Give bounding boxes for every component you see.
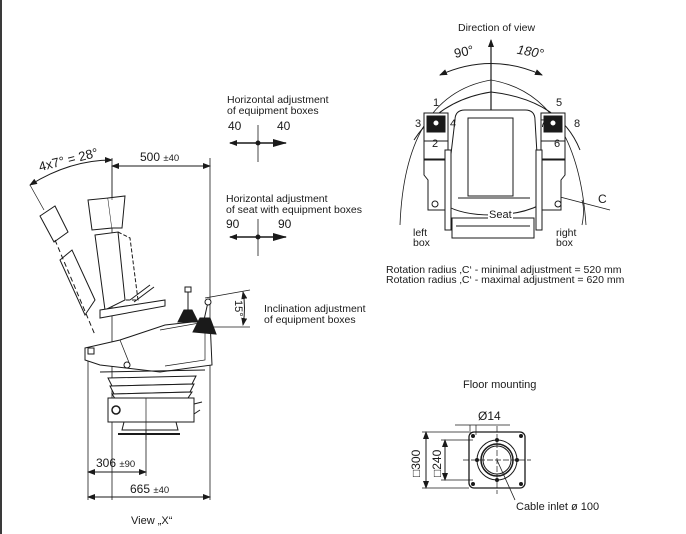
- side-view-drawing: [29, 157, 251, 500]
- seat-adjust-left-value: 90: [226, 217, 240, 231]
- cable-inlet-label: Cable inlet ø 100: [516, 501, 600, 513]
- adjust-arrows-boxes: [229, 125, 287, 162]
- dim-306-tolerance: ±90: [119, 459, 136, 470]
- inclination-adjust-line2: of equipment boxes: [264, 314, 356, 326]
- seat-adjust-line2: of seat with equipment boxes: [226, 204, 362, 216]
- right-box-line1: right: [556, 227, 577, 239]
- right-box-line2: box: [556, 237, 573, 249]
- callout-7: 7: [540, 118, 547, 130]
- direction-of-view-label: Direction of view: [458, 22, 536, 34]
- callout-2: 2: [432, 138, 439, 150]
- dim-306-label: 306 ±90: [96, 456, 135, 470]
- boxes-adjust-line1: Horizontal adjustment: [227, 94, 329, 106]
- floor-mounting-drawing: [422, 424, 531, 501]
- dim-665-tolerance: ±40: [153, 485, 170, 496]
- dim-500-tolerance: ±40: [163, 153, 180, 164]
- inclination-angle-label: 15°: [232, 300, 244, 317]
- top-view-drawing: [399, 39, 611, 239]
- dim-665-value: 665: [130, 482, 151, 496]
- dim-500-label: 500 ±40: [140, 150, 179, 164]
- outer-square-label: □300: [409, 449, 423, 477]
- inner-square-label: □240: [430, 449, 444, 477]
- left-box-line2: box: [413, 237, 430, 249]
- callout-1: 1: [433, 97, 440, 109]
- dim-665-label: 665 ±40: [130, 482, 169, 496]
- rotation-radius-min: Rotation radius ‚C‘ - minimal adjustment…: [386, 264, 622, 276]
- boxes-adjust-left-value: 40: [228, 119, 242, 133]
- frame-border: [0, 0, 2, 534]
- callout-8: 8: [574, 118, 581, 130]
- callout-4: 4: [450, 118, 457, 130]
- dim-500-value: 500: [140, 150, 161, 164]
- inclination-adjust-line1: Inclination adjustment: [264, 303, 366, 315]
- seat-adjust-right-value: 90: [278, 217, 292, 231]
- adjust-arrows-seat: [229, 219, 287, 256]
- view-x-title: View „X“: [131, 515, 173, 527]
- seat-adjust-line1: Horizontal adjustment: [226, 193, 328, 205]
- floor-mounting-title: Floor mounting: [463, 379, 537, 391]
- rotation-radius-max: Rotation radius ‚C‘ - maximal adjustment…: [386, 274, 625, 286]
- radius-c-label: C: [598, 192, 607, 206]
- callout-5: 5: [556, 97, 563, 109]
- hole-diameter-label: Ø14: [478, 409, 501, 423]
- callout-6: 6: [554, 138, 561, 150]
- dim-306-value: 306: [96, 456, 117, 470]
- boxes-adjust-right-value: 40: [277, 119, 291, 133]
- seat-label: Seat: [488, 209, 513, 221]
- tilt-arc: [29, 157, 113, 186]
- boxes-adjust-line2: of equipment boxes: [227, 105, 319, 117]
- left-box-line1: left: [413, 227, 428, 239]
- callout-3: 3: [415, 118, 422, 130]
